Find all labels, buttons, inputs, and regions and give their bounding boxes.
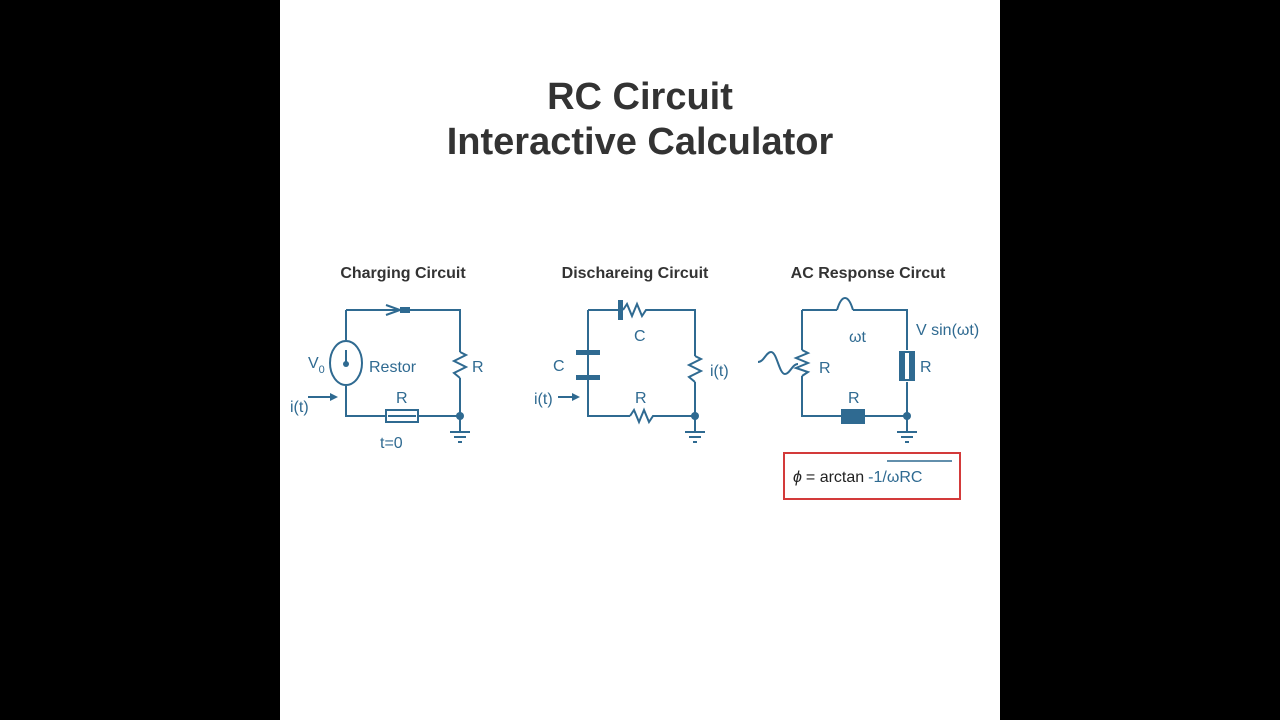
sine-wave-icon <box>836 296 854 311</box>
ac-source-icon <box>757 350 799 376</box>
resistor-icon <box>385 409 419 423</box>
discharging-circuit: C C i(t) R i(t) <box>534 300 729 443</box>
resistor-label-right: R <box>920 359 932 376</box>
resistor-icon <box>841 409 865 424</box>
current-label: i(t) <box>290 399 309 416</box>
resistor-label-left: R <box>819 360 831 377</box>
source-name-label: Restor <box>369 359 417 376</box>
phase-formula: ϕ= arctan-1/ωRC <box>793 469 922 486</box>
voltage-source-icon <box>329 340 363 386</box>
switch-contact <box>400 307 410 313</box>
discharging-top-right-wire <box>650 309 696 356</box>
resistor-icon <box>622 301 650 319</box>
current-label-left: i(t) <box>534 391 553 408</box>
source-voltage-label: V0 <box>308 355 325 376</box>
capacitor-plate-left <box>900 352 905 380</box>
omega-t-label: ωt <box>849 329 866 346</box>
capacitor-plate-right <box>909 352 914 380</box>
phase-formula-box: ϕ= arctan-1/ωRC <box>783 452 961 500</box>
source-label: V sin(ωt) <box>916 322 979 339</box>
resistor-label-right: R <box>472 359 484 376</box>
current-arrowhead <box>572 393 580 401</box>
discharging-circuit-title: Dischareing Circuit <box>561 265 709 282</box>
slide: RC Circuit Interactive Calculator Chargi… <box>280 0 1000 720</box>
charging-circuit-title: Charging Circuit <box>340 265 466 282</box>
slide-title-line-2: Interactive Calculator <box>446 121 834 163</box>
capacitor-label-top: C <box>634 328 646 345</box>
ac-left-lower-wire <box>801 376 841 417</box>
resistor-label-bottom: R <box>635 390 647 407</box>
current-label-right: i(t) <box>710 363 729 380</box>
charging-top-right-wire <box>346 309 461 352</box>
voltage-source-pivot <box>343 361 349 367</box>
charging-left-lower-wire <box>345 386 386 417</box>
resistor-label-bottom: R <box>396 390 408 407</box>
ac-response-circuit: ωt V sin(ωt) R R R <box>757 296 979 443</box>
capacitor-icon <box>618 300 623 320</box>
capacitor-label-left: C <box>553 358 565 375</box>
resistor-icon <box>629 407 656 425</box>
discharging-left-lower-wire <box>587 380 630 417</box>
ac-circuit-title: AC Response Circut <box>790 265 946 282</box>
resistor-label-bottom: R <box>848 390 860 407</box>
capacitor-icon <box>576 350 600 355</box>
capacitor-plate <box>576 375 600 380</box>
charging-circuit: V0 Restor R R i(t) t=0 <box>290 304 484 452</box>
resistor-icon <box>686 355 704 383</box>
switch-time-label: t=0 <box>380 435 403 452</box>
slide-title-line-1: RC Circuit <box>547 76 733 118</box>
circuit-diagrams: V0 Restor R R i(t) t=0 <box>290 296 979 500</box>
resistor-icon <box>793 349 811 377</box>
ac-top-right-wire <box>853 309 908 350</box>
resistor-icon <box>451 351 469 379</box>
current-arrowhead <box>330 393 338 401</box>
